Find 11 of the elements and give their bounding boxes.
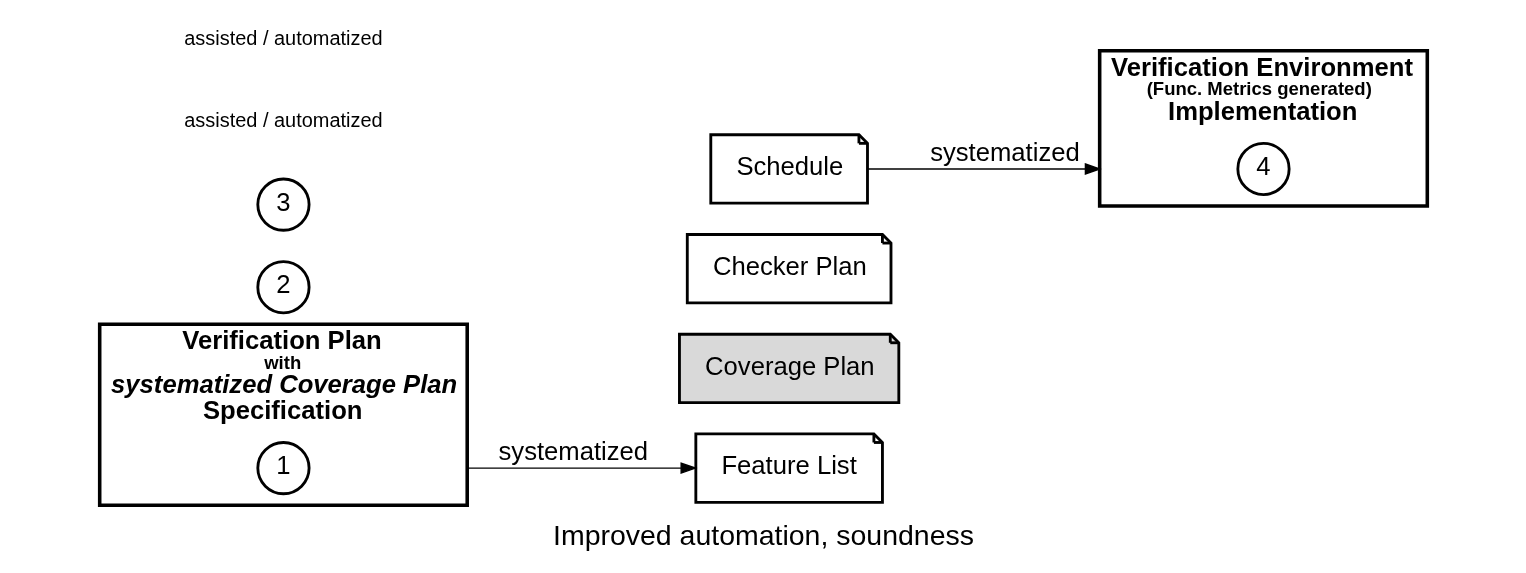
node-circle: 4 (1235, 141, 1291, 197)
edge-label: systematized (929, 138, 1080, 166)
label: assisted / automatized (183, 26, 383, 49)
caption: Improved automation, soundness (552, 519, 974, 552)
arrow (466, 462, 698, 475)
edge-label: systematized (498, 437, 648, 466)
arrow (866, 163, 1102, 175)
node-circle: 3 (255, 177, 310, 232)
label: assisted / automatized (183, 109, 383, 132)
node-circle: 1 (255, 441, 310, 496)
node-circle: 2 (255, 260, 310, 315)
